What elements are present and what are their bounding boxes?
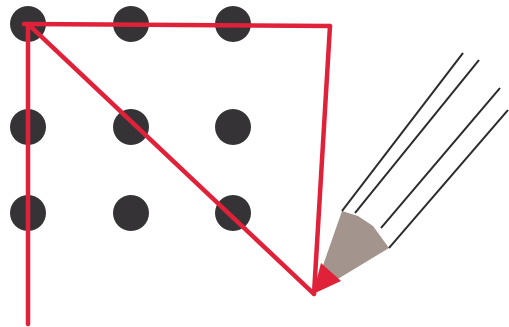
path-segment-2	[25, 21, 317, 297]
pencil-tip	[313, 263, 341, 294]
dot-r3-c2	[113, 195, 149, 231]
dot-r3-c3	[215, 195, 251, 231]
pencil-body-line-2	[354, 59, 480, 214]
pencil-body-line-1	[341, 52, 464, 212]
pencil-body-line-3	[380, 87, 501, 229]
pencil-body-line-4	[388, 109, 509, 249]
dot-r2-c2	[113, 109, 149, 145]
dot-r2-c3	[215, 109, 251, 145]
path-segment-3	[311, 23, 333, 297]
path-segment-4	[21, 21, 333, 29]
solution-path	[21, 21, 333, 327]
pencil-icon	[313, 52, 509, 294]
